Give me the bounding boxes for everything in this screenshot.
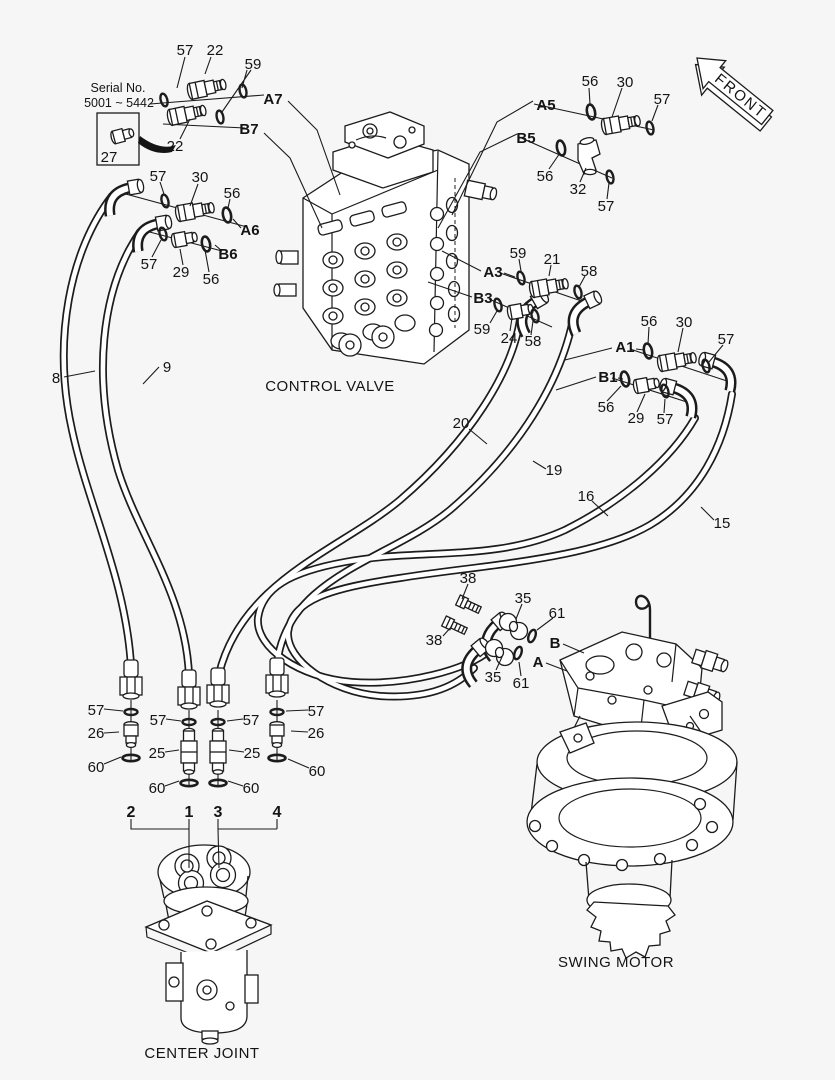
line-callout-1: 1 <box>185 804 194 821</box>
part-callout-56: 56 <box>582 73 599 90</box>
part-callout-61: 61 <box>549 605 566 622</box>
swing-motor <box>526 594 738 959</box>
part-callout-60: 60 <box>88 759 105 776</box>
center-joint <box>144 844 273 1045</box>
part-callout-60: 60 <box>309 763 326 780</box>
part-callout-57: 57 <box>243 712 260 729</box>
part-callout-38: 38 <box>460 570 477 587</box>
port-callout-A1: A1 <box>615 339 634 356</box>
serial-note-line1: Serial No. <box>91 81 146 95</box>
center-joint-title: CENTER JOINT <box>144 1045 260 1062</box>
part-callout-56: 56 <box>203 271 220 288</box>
part-callout-16: 16 <box>578 488 595 505</box>
part-callout-56: 56 <box>598 399 615 416</box>
part-callout-56: 56 <box>641 313 658 330</box>
part-callout-59: 59 <box>510 245 527 262</box>
port-callout-A3: A3 <box>483 264 502 281</box>
part-callout-57: 57 <box>150 712 167 729</box>
part-callout-25: 25 <box>244 745 261 762</box>
part-callout-57: 57 <box>718 331 735 348</box>
part-callout-21: 21 <box>544 251 561 268</box>
port-callout-A5: A5 <box>536 97 555 114</box>
part-callout-57: 57 <box>654 91 671 108</box>
part-callout-58: 58 <box>581 263 598 280</box>
part-callout-26: 26 <box>88 725 105 742</box>
part-callout-60: 60 <box>149 780 166 797</box>
part-callout-57: 57 <box>150 168 167 185</box>
part-callout-57: 57 <box>88 702 105 719</box>
part-callout-60: 60 <box>243 780 260 797</box>
line-callout-4: 4 <box>273 804 282 821</box>
hoses <box>59 192 736 701</box>
part-callout-22: 22 <box>207 42 224 59</box>
part-callout-57: 57 <box>598 198 615 215</box>
port-callout-B6: B6 <box>218 246 237 263</box>
pointer-swoosh <box>138 136 176 153</box>
serial-note-line2: 5001 ~ 5442 <box>84 96 154 110</box>
part-callout-57: 57 <box>141 256 158 273</box>
swing-motor-title: SWING MOTOR <box>557 954 675 971</box>
part-callout-9: 9 <box>163 359 171 376</box>
hose-20 <box>215 316 524 678</box>
port-callout-B5: B5 <box>516 130 535 147</box>
part-callout-57: 57 <box>657 411 674 428</box>
part-callout-61: 61 <box>513 675 530 692</box>
line-callout-3: 3 <box>214 804 223 821</box>
part-callout-35: 35 <box>515 590 532 607</box>
part-callout-59: 59 <box>474 321 491 338</box>
port-callout-A: A <box>533 654 544 671</box>
part-callout-25: 25 <box>149 745 166 762</box>
leader-lines <box>63 56 724 869</box>
serial-number-box <box>96 112 176 166</box>
port-callout-B7: B7 <box>239 121 258 138</box>
part-callout-57: 57 <box>177 42 194 59</box>
part-callout-38: 38 <box>426 632 443 649</box>
part-callout-57: 57 <box>308 703 325 720</box>
control-valve-title: CONTROL VALVE <box>265 378 395 395</box>
port-callout-B: B <box>550 635 561 652</box>
part-callout-56: 56 <box>537 168 554 185</box>
part-callout-35: 35 <box>485 669 502 686</box>
line-callout-2: 2 <box>127 804 136 821</box>
part-callout-24: 24 <box>501 330 518 347</box>
port-callout-A7: A7 <box>263 91 282 108</box>
part-callout-29: 29 <box>628 410 645 427</box>
front-arrow: FRONT <box>694 57 774 132</box>
chain-parts <box>121 75 713 788</box>
port-callout-B3: B3 <box>473 290 492 307</box>
elbow-adapter-32 <box>577 136 601 176</box>
part-callout-30: 30 <box>192 169 209 186</box>
hose-19 <box>273 316 577 668</box>
part-callout-27: 27 <box>101 149 118 166</box>
part-callout-32: 32 <box>570 181 587 198</box>
port-callout-B1: B1 <box>598 369 617 386</box>
part-callout-8: 8 <box>52 370 60 387</box>
part-callout-20: 20 <box>453 415 470 432</box>
part-callout-58: 58 <box>525 333 542 350</box>
part-callout-30: 30 <box>676 314 693 331</box>
part-callout-59: 59 <box>245 56 262 73</box>
part-callout-19: 19 <box>546 462 563 479</box>
port-callout-A6: A6 <box>240 222 259 239</box>
part-callout-15: 15 <box>714 515 731 532</box>
part-callout-22: 22 <box>167 138 184 155</box>
part-callout-26: 26 <box>308 725 325 742</box>
part-callout-30: 30 <box>617 74 634 91</box>
control-valve <box>273 111 498 365</box>
part-callout-29: 29 <box>173 264 190 281</box>
part-callout-56: 56 <box>224 185 241 202</box>
